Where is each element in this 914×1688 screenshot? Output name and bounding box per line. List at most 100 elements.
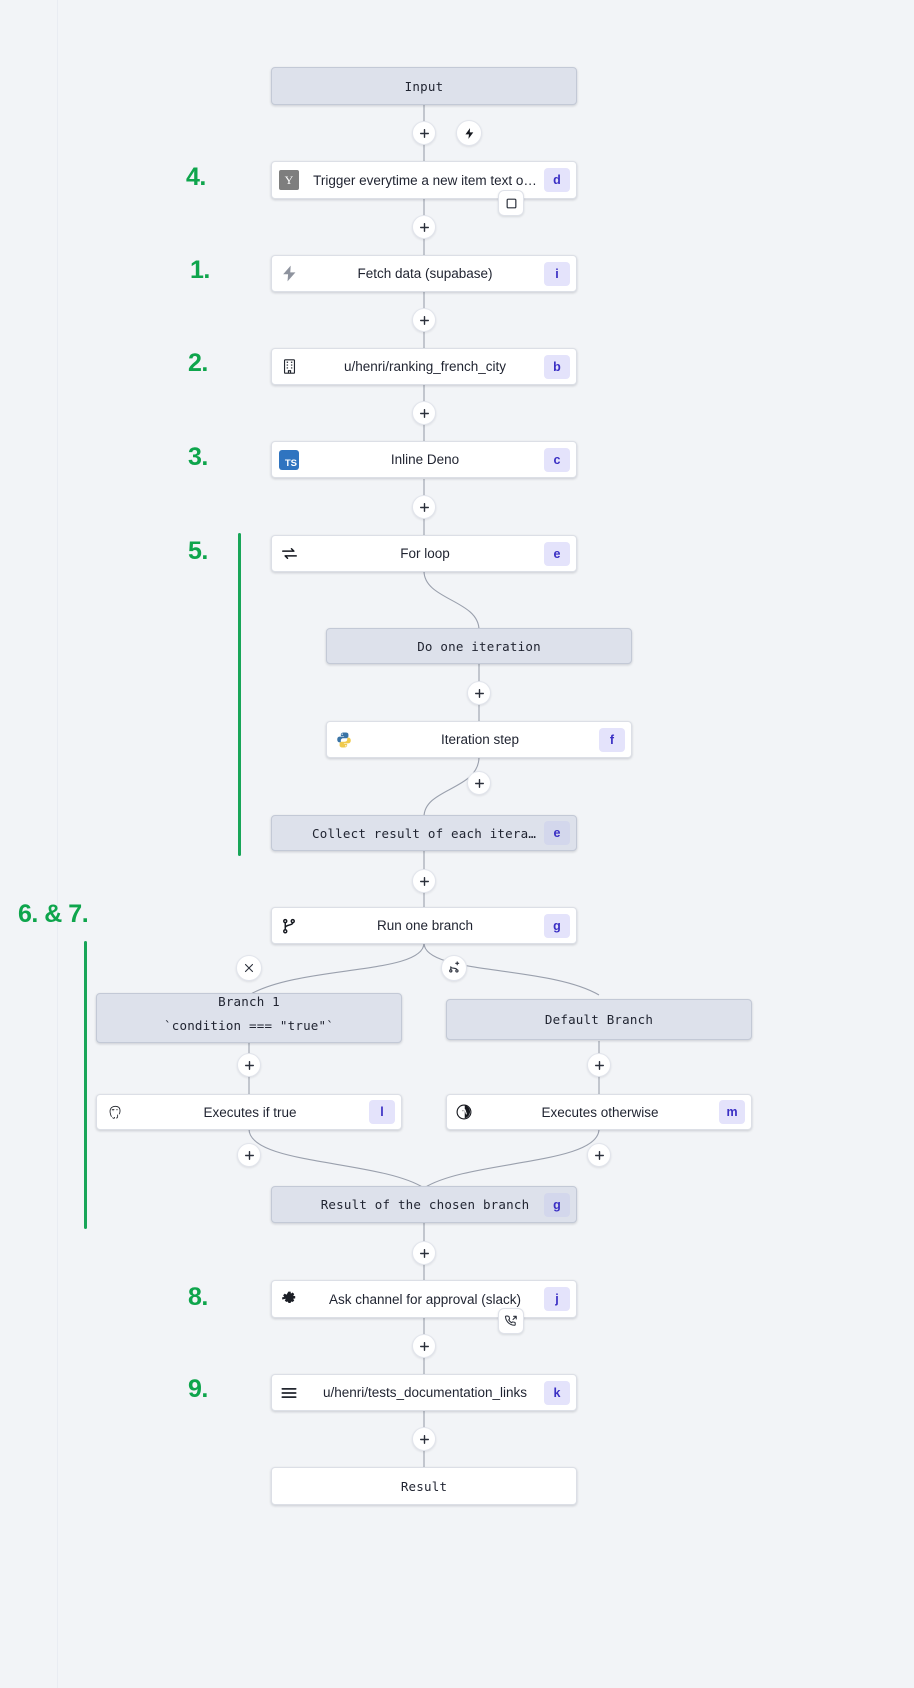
node-input[interactable]: Input <box>271 67 577 105</box>
branch-plus-icon <box>449 961 460 973</box>
node-ask-approval[interactable]: Ask channel for approval (slack) j <box>271 1280 577 1318</box>
node-executes-otherwise-label: Executes otherwise <box>541 1104 659 1120</box>
add-step-button[interactable] <box>412 401 436 425</box>
loop-scope-bar <box>238 533 241 856</box>
node-default-branch[interactable]: Default Branch <box>446 999 752 1040</box>
supabase-icon <box>272 264 306 283</box>
node-ask-approval-badge: j <box>544 1287 570 1311</box>
step-number-6-and-7: 6. & 7. <box>18 900 89 928</box>
add-step-button[interactable] <box>412 1241 436 1265</box>
add-step-button[interactable] <box>412 215 436 239</box>
node-branch-1-label: Branch 1 <box>218 994 280 1009</box>
node-iteration-step[interactable]: Iteration step f <box>326 721 632 758</box>
git-branch-icon <box>272 917 306 935</box>
square-icon <box>506 198 516 208</box>
typescript-icon: TS <box>272 449 306 470</box>
step-number-3: 3. <box>188 443 208 471</box>
node-do-one-iteration-label: Do one iteration <box>417 638 541 654</box>
add-step-button[interactable] <box>412 869 436 893</box>
add-step-button[interactable] <box>467 681 491 705</box>
close-branch-button[interactable] <box>236 955 262 981</box>
phone-incoming-icon <box>504 1315 517 1326</box>
node-trigger-label: Trigger everytime a new item text o… <box>313 172 537 188</box>
node-executes-if-true-badge: l <box>369 1100 395 1124</box>
python-logo-icon <box>337 732 351 747</box>
gear-glyph-icon <box>281 1291 295 1303</box>
node-result-chosen-branch-badge: g <box>544 1192 570 1217</box>
add-branch-button[interactable] <box>441 955 467 981</box>
node-inline-deno-label: Inline Deno <box>390 452 460 467</box>
plus-icon <box>419 128 429 138</box>
add-step-button[interactable] <box>237 1143 261 1167</box>
lightning-icon <box>464 127 473 139</box>
step-number-2: 2. <box>188 349 208 377</box>
hamburger-icon <box>272 1383 306 1403</box>
step-number-8: 8. <box>188 1283 208 1311</box>
step-number-4: 4. <box>186 163 206 191</box>
plus-icon <box>474 688 484 698</box>
node-inline-deno[interactable]: TS Inline Deno c <box>271 441 577 478</box>
plus-icon <box>244 1060 254 1070</box>
branch-scope-bar <box>84 941 87 1229</box>
node-result-label: Result <box>400 1478 448 1494</box>
node-default-branch-label: Default Branch <box>544 1012 654 1027</box>
node-ranking-french-city-label: u/henri/ranking_french_city <box>343 359 507 374</box>
node-do-one-iteration[interactable]: Do one iteration <box>326 628 632 664</box>
repeat-icon <box>281 547 297 560</box>
node-executes-if-true[interactable]: Executes if true l <box>96 1094 402 1130</box>
plus-icon <box>419 315 429 325</box>
node-ranking-french-city[interactable]: u/henri/ranking_french_city b <box>271 348 577 385</box>
plus-icon <box>419 1341 429 1351</box>
add-step-button[interactable] <box>237 1053 261 1077</box>
node-run-one-branch[interactable]: Run one branch g <box>271 907 577 944</box>
branch-glyph-icon <box>283 918 295 933</box>
postgres-icon <box>97 1104 131 1121</box>
trigger-square-chip[interactable] <box>498 190 524 216</box>
plus-icon <box>419 222 429 232</box>
node-for-loop[interactable]: For loop e <box>271 535 577 572</box>
node-trigger[interactable]: Y Trigger everytime a new item text o… d <box>271 161 577 199</box>
close-icon <box>244 963 254 973</box>
node-executes-otherwise[interactable]: Executes otherwise m <box>446 1094 752 1130</box>
add-step-button[interactable] <box>587 1143 611 1167</box>
add-step-button[interactable] <box>412 1427 436 1451</box>
building-icon <box>272 358 306 375</box>
node-run-one-branch-badge: g <box>544 913 570 938</box>
plus-icon <box>419 502 429 512</box>
node-trigger-badge: d <box>544 168 570 192</box>
add-step-button[interactable] <box>587 1053 611 1077</box>
menu-lines-icon <box>281 1387 297 1398</box>
node-collect-result[interactable]: Collect result of each iteration e <box>271 815 577 851</box>
add-step-button[interactable] <box>467 771 491 795</box>
node-result[interactable]: Result <box>271 1467 577 1505</box>
deno-icon <box>447 1103 481 1121</box>
node-fetch-data-badge: i <box>544 261 570 286</box>
postgres-elephant-icon <box>109 1105 120 1119</box>
node-result-chosen-branch[interactable]: Result of the chosen branch g <box>271 1186 577 1223</box>
step-number-1: 1. <box>190 256 210 284</box>
node-tests-documentation-links[interactable]: u/henri/tests_documentation_links k <box>271 1374 577 1411</box>
node-branch-1[interactable]: Branch 1 `condition === "true"` <box>96 993 402 1043</box>
plus-icon <box>419 408 429 418</box>
deno-logo-icon <box>456 1104 472 1120</box>
plus-icon <box>419 1248 429 1258</box>
add-step-button[interactable] <box>412 121 436 145</box>
node-ask-approval-label: Ask channel for approval (slack) <box>328 1291 522 1307</box>
python-icon <box>327 731 361 749</box>
yaml-y-icon: Y <box>272 170 306 190</box>
node-iteration-step-label: Iteration step <box>440 732 520 747</box>
plus-icon <box>419 876 429 886</box>
node-run-one-branch-label: Run one branch <box>376 918 474 933</box>
add-step-button[interactable] <box>412 308 436 332</box>
add-step-button[interactable] <box>412 495 436 519</box>
plus-icon <box>419 1434 429 1444</box>
node-fetch-data[interactable]: Fetch data (supabase) i <box>271 255 577 292</box>
node-input-label: Input <box>404 78 444 94</box>
building-glyph-icon <box>283 359 295 374</box>
trigger-lightning-button[interactable] <box>456 120 482 146</box>
plus-icon <box>594 1150 604 1160</box>
approval-phone-chip[interactable] <box>498 1308 524 1334</box>
node-branch-1-condition: `condition === "true"` <box>164 1018 334 1033</box>
node-tests-documentation-links-badge: k <box>544 1380 570 1405</box>
add-step-button[interactable] <box>412 1334 436 1358</box>
